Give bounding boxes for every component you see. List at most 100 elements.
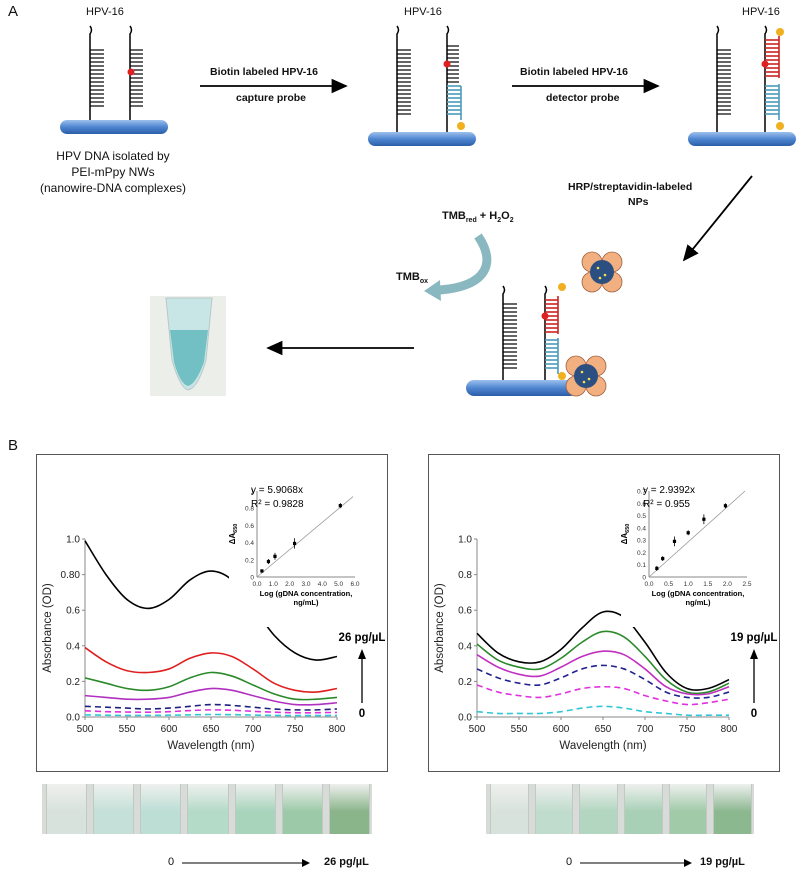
inset-y-tick-label: 0.4 (245, 540, 254, 547)
spectrum-line-3 (84, 671, 338, 701)
tmb-oxidation-arrow (439, 233, 492, 295)
nanowire-dna-complex-2 (368, 25, 476, 146)
x-tick-label: 650 (203, 724, 220, 735)
step1-hpv-label: HPV-16 (86, 6, 124, 18)
inset-y-tick-label: 0.5 (637, 513, 646, 520)
y-tick-label: 0.0 (458, 713, 472, 724)
inset-y-tick-label: 0.4 (637, 525, 646, 532)
inset-trendline (256, 496, 354, 578)
x-tick-label: 700 (245, 724, 262, 735)
tmb-red-sub: red (465, 217, 477, 225)
inset-r-squared: R² = 0.955 (643, 499, 690, 510)
caption-line-3: (nanowire-DNA complexes) (39, 181, 187, 195)
x-tick-label: 600 (161, 724, 178, 735)
y-tick-label: 0.2 (458, 677, 472, 688)
inset-y-tick-label: 0.2 (637, 550, 646, 557)
inset-data-point (273, 554, 277, 558)
tube-photo-4 (624, 784, 663, 834)
inset-data-point (292, 541, 297, 546)
spectrum-line-4 (84, 687, 338, 706)
plus-h-text: + H (476, 210, 498, 222)
inset-x-tick-label: 0.0 (252, 581, 261, 588)
panel-a-letter: A (8, 3, 19, 20)
x-tick-label: 750 (287, 724, 304, 735)
inset-x-label-line1: Log (gDNA concentration, (652, 589, 745, 598)
inset-x-label-line1: Log (gDNA concentration, (260, 589, 353, 598)
inset-data-point (672, 539, 677, 543)
x-tick-label: 550 (119, 724, 136, 735)
inset-x-tick-label: 4.0 (318, 581, 327, 588)
arrow3-label-line2: NPs (628, 196, 649, 208)
inset-y-label: ΔA650 (228, 524, 239, 545)
inset-y-label-main: ΔA (620, 533, 629, 545)
concentration-top-label: 26 pg/µL (339, 632, 386, 644)
inset-data-point (723, 504, 728, 508)
y-tick-label: 1.0 (66, 535, 80, 546)
x-tick-label: 800 (721, 724, 738, 735)
x-tick-label: 550 (511, 724, 528, 735)
caption-line-2: PEI-mPpy NWs (71, 165, 155, 179)
inset-trendline (648, 490, 746, 578)
spectrum-line-6 (84, 709, 338, 714)
y-axis-label: Absorbance (OD) (434, 583, 446, 673)
arrow2-label-line2: detector probe (546, 92, 620, 104)
tube-strip-2 (486, 784, 754, 834)
nanowire-dna-complex-1 (60, 25, 168, 134)
concentration-arrow-head (358, 649, 366, 659)
inset-data-point (686, 531, 690, 535)
y-tick-label: 1.0 (458, 535, 472, 546)
inset-y-tick-label: 0.2 (245, 557, 254, 564)
inset-x-tick-label: 3.0 (301, 581, 310, 588)
inset-y-tick-label: 0 (642, 575, 646, 582)
inset-y-tick-label: 1 (250, 489, 254, 496)
tmb-red-text: TMB (442, 210, 466, 222)
concentration-arrow-head (750, 649, 758, 659)
inset-data-point (260, 569, 264, 573)
inset-equation: y = 5.9068x (251, 485, 303, 496)
y-tick-label: 0.8 (458, 570, 472, 581)
inset-x-tick-label: 0.5 (664, 581, 673, 588)
tube-photo-5 (668, 784, 708, 834)
y-axis-label: Absorbance (OD) (42, 583, 54, 673)
arrow1-label-line2: capture probe (236, 92, 307, 104)
nanowire-dna-complex-3 (688, 25, 796, 146)
spectrum-line-7 (84, 713, 338, 717)
tube-photo-5 (234, 784, 276, 834)
y-tick-label: 0.2 (66, 677, 80, 688)
inset-data-point (655, 566, 659, 570)
o-text: O (501, 210, 510, 222)
inset-x-tick-label: 2.0 (285, 581, 294, 588)
caption-line-1: HPV DNA isolated by (56, 149, 170, 163)
hrp-nanoparticle-top (581, 251, 623, 293)
spectrum-line-5 (476, 684, 730, 706)
tmb-ox-sub: ox (419, 278, 428, 286)
step3-hpv-label: HPV-16 (742, 6, 780, 18)
tmb-ox-text: TMB (396, 271, 420, 283)
inset-data-point (661, 556, 665, 561)
x-tick-label: 500 (469, 724, 486, 735)
inset-x-label-line2: ng/mL) (294, 598, 319, 607)
strip1-end-label: 26 pg/µL (324, 856, 369, 868)
tube-photo-7 (328, 784, 370, 834)
x-tick-label: 700 (637, 724, 654, 735)
tube-photo-6 (713, 784, 752, 834)
spectrum-line-1 (476, 610, 730, 691)
inset-y-tick-label: 0.1 (637, 562, 646, 569)
arrow2-label-line1: Biotin labeled HPV-16 (520, 66, 628, 78)
spectrum-line-3 (476, 650, 730, 696)
inset-y-label: ΔA650 (620, 524, 631, 545)
tmb-red-label: TMBred + H2O2 (442, 210, 514, 224)
concentration-bottom-label: 0 (359, 708, 365, 720)
arrow-step-3 (682, 175, 753, 262)
tmb-ox-label: TMBox (396, 271, 428, 285)
x-tick-label: 600 (553, 724, 570, 735)
spectrum-line-6 (476, 705, 729, 717)
tube-photo-2 (93, 784, 135, 834)
tube-photo-3 (579, 784, 618, 834)
panel-a-diagram (60, 25, 796, 397)
inset-background (621, 479, 759, 627)
